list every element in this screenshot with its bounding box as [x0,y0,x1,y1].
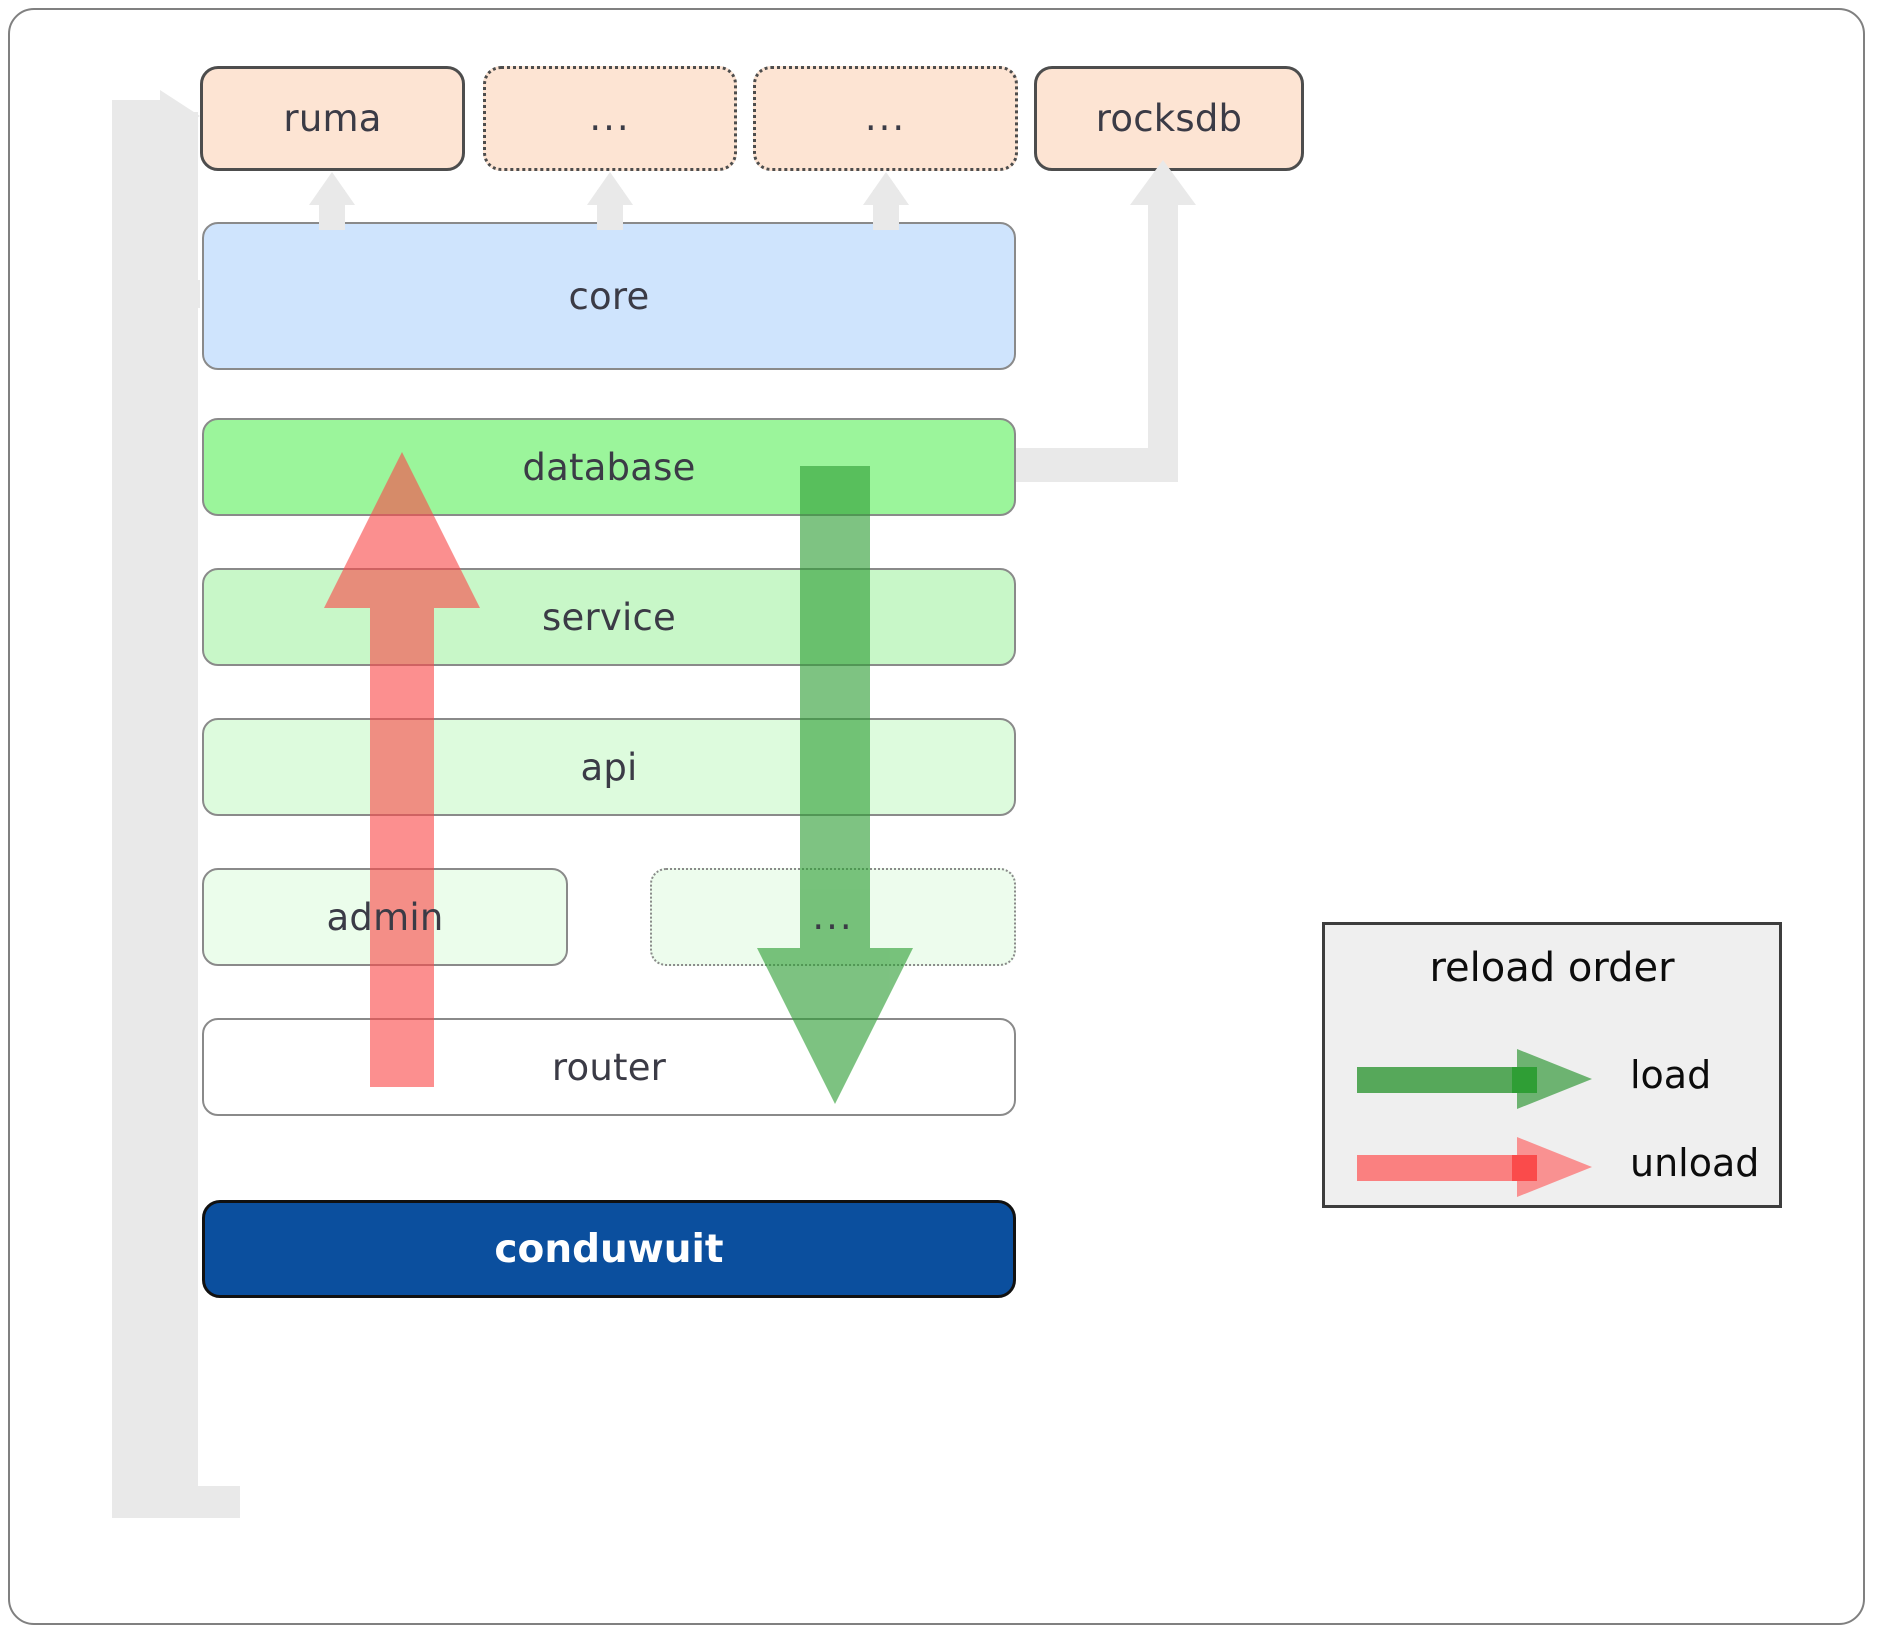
node-ellipsis-2-label: ... [864,96,907,140]
legend-title: reload order [1429,945,1675,991]
node-rocksdb-label: rocksdb [1095,97,1243,140]
node-service[interactable]: service [202,568,1016,666]
node-more[interactable]: ... [650,868,1016,966]
node-ruma-label: ruma [283,97,382,140]
node-ruma[interactable]: ruma [200,66,465,171]
node-ellipsis-1[interactable]: ... [483,66,737,171]
node-core[interactable]: core [202,222,1016,370]
legend-unload-arrow [1357,1137,1592,1197]
node-conduwuit[interactable]: conduwuit [202,1200,1016,1298]
node-database-label: database [522,445,696,489]
node-ellipsis-2[interactable]: ... [753,66,1018,171]
node-database[interactable]: database [202,418,1016,516]
legend-unload-label: unload [1630,1141,1760,1185]
node-more-label: ... [812,894,854,938]
node-admin-label: admin [326,895,444,939]
node-api[interactable]: api [202,718,1016,816]
node-api-label: api [580,745,638,789]
legend-load-arrow [1357,1049,1592,1109]
node-conduwuit-label: conduwuit [494,1226,724,1272]
legend-panel: reload order load unload [1322,922,1782,1208]
node-rocksdb[interactable]: rocksdb [1034,66,1304,171]
node-ellipsis-1-label: ... [589,96,631,140]
node-router[interactable]: router [202,1018,1016,1116]
node-router-label: router [551,1045,667,1089]
node-service-label: service [542,595,676,639]
node-admin[interactable]: admin [202,868,568,966]
node-core-label: core [568,274,650,318]
legend-load-label: load [1630,1053,1712,1097]
